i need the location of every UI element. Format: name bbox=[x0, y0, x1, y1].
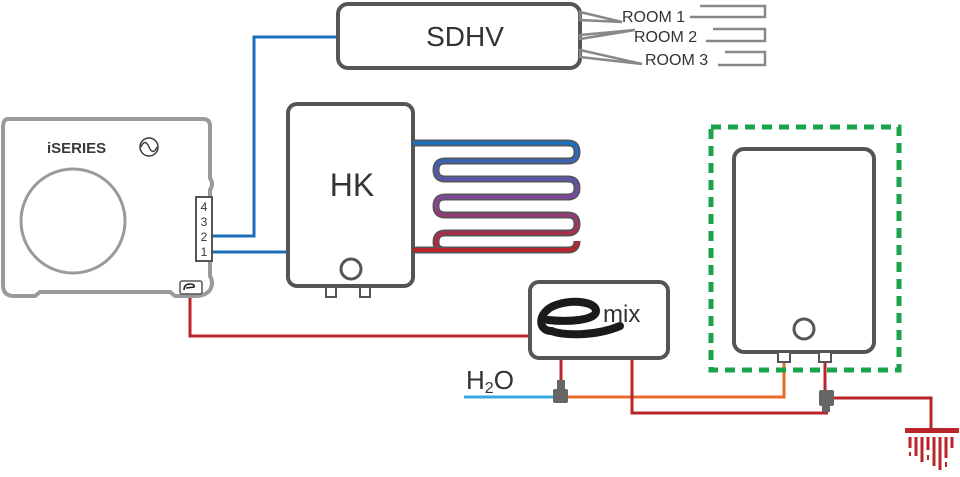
water-label: H2O bbox=[466, 365, 514, 397]
water-heater-zone bbox=[708, 124, 902, 373]
sdhv-controller: SDHV bbox=[336, 2, 582, 70]
emix-logo-text: mix bbox=[603, 301, 640, 328]
heat-pump-unit: iSERIES 4 3 2 1 bbox=[1, 117, 214, 298]
hk-port-right bbox=[359, 286, 371, 298]
emix-return-pipe bbox=[630, 358, 828, 415]
brand-logo-text: iSERIES bbox=[47, 140, 106, 157]
tee-fitting-left bbox=[553, 380, 568, 403]
tee-fitting-right bbox=[819, 390, 834, 412]
hk-label: HK bbox=[330, 167, 374, 203]
terminal-block bbox=[195, 196, 213, 262]
terminal-1: 1 bbox=[201, 245, 208, 259]
wire-heatpump-to-sdhv bbox=[213, 35, 338, 238]
blue-signal-lines bbox=[213, 35, 338, 254]
emix-logo-icon bbox=[537, 297, 624, 339]
room-1-label: ROOM 1 bbox=[622, 9, 685, 26]
room-3-wedge bbox=[578, 48, 767, 67]
fan-grille bbox=[19, 167, 127, 275]
mixed-water-pipe bbox=[568, 360, 786, 399]
floor-heating-loop bbox=[413, 139, 581, 254]
wire-heatpump-to-emix bbox=[188, 296, 530, 338]
water-heater-port-left bbox=[777, 351, 791, 363]
water-heater bbox=[732, 147, 876, 363]
hk-port-left bbox=[325, 286, 337, 298]
room-1-wedge bbox=[578, 4, 767, 24]
water-heater-port-right bbox=[818, 351, 832, 363]
water-heater-gauge bbox=[792, 317, 816, 341]
shower-head-icon bbox=[905, 428, 959, 470]
terminal-2: 2 bbox=[201, 230, 208, 244]
hk-box bbox=[286, 102, 415, 288]
emix-unit: mix bbox=[528, 280, 670, 360]
hk-gauge bbox=[339, 257, 363, 281]
water-label-subscript: 2 bbox=[485, 380, 494, 397]
water-pipes bbox=[464, 358, 933, 428]
room-2-wedge bbox=[578, 27, 767, 43]
hot-water-outlet-pipe bbox=[834, 396, 933, 428]
sine-wave-icon bbox=[139, 137, 159, 157]
terminal-3: 3 bbox=[201, 215, 208, 229]
terminal-4: 4 bbox=[201, 200, 208, 214]
floor-heating-pipe bbox=[413, 141, 580, 252]
hk-unit: HK bbox=[286, 102, 415, 298]
sdhv-label: SDHV bbox=[426, 21, 504, 52]
room-2-label: ROOM 2 bbox=[634, 29, 697, 46]
emix-connector-logo-icon bbox=[183, 283, 195, 291]
room-outputs bbox=[578, 4, 767, 67]
water-heater-tank bbox=[732, 147, 876, 354]
room-3-label: ROOM 3 bbox=[645, 52, 708, 69]
